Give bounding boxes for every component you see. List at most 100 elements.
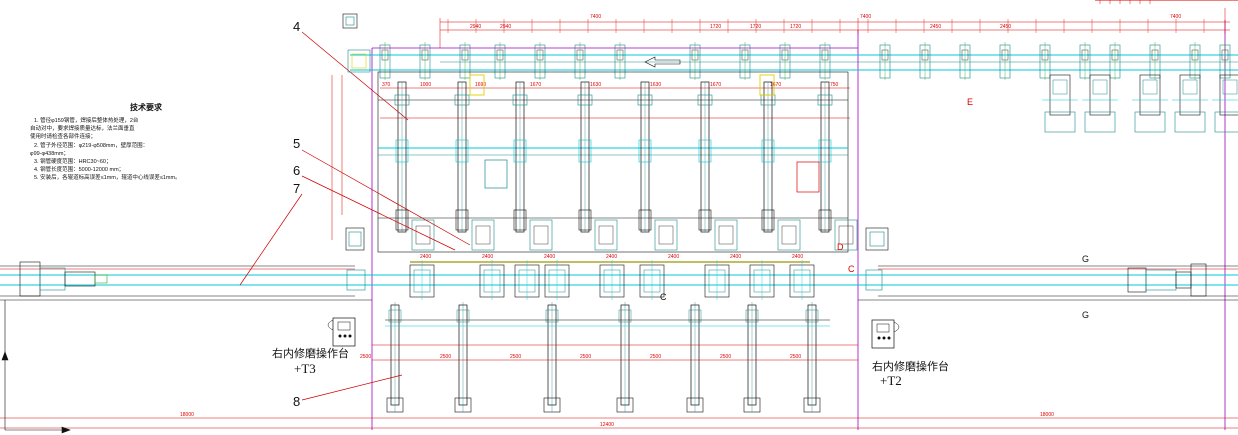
- bottom-dimension-label: 2500: [790, 354, 801, 360]
- section-marker-e: E: [967, 97, 973, 107]
- arm-gearbox: [834, 219, 858, 251]
- section-marker-g-left: G: [1082, 254, 1089, 264]
- bottom-dimension-label: 2500: [720, 354, 731, 360]
- upper-dimension-label: 1630: [650, 82, 661, 88]
- section-marker-d: D: [837, 242, 844, 252]
- bottom-roller-stands: [385, 302, 830, 413]
- upper-dimension-label: 1000: [420, 82, 431, 88]
- manipulator-arms: [394, 74, 858, 251]
- arm-foot: [455, 209, 469, 231]
- bottom-dimension-label: 12400: [600, 422, 614, 428]
- top-dimension-label: 7400: [860, 14, 871, 20]
- upper-dimension-label: 1690: [475, 82, 486, 88]
- main-frame: [377, 71, 849, 253]
- callout-5: 5: [293, 136, 300, 151]
- cluster-base: [1084, 111, 1116, 133]
- arm-gearbox: [529, 219, 553, 251]
- middle-dimension-label: 2400: [544, 254, 555, 260]
- operator-station-left-label: 右内修磨操作台: [272, 346, 349, 360]
- upper-conveyor: [350, 54, 1238, 71]
- top-dimension-label: 1720: [710, 24, 721, 30]
- main-pipe-line: [0, 261, 1238, 297]
- arm-gearbox: [714, 219, 738, 251]
- upper-dimension-label: 1670: [770, 82, 781, 88]
- sensor-left: [469, 74, 485, 96]
- top-dimension-label: 2940: [470, 24, 481, 30]
- bottom-dimension-label: 2500: [580, 354, 591, 360]
- cluster-motor: [1182, 79, 1198, 95]
- upper-dimension-label: 1670: [530, 82, 541, 88]
- arm-joint-middle: [698, 139, 712, 163]
- bottom-dimension-label: 2500: [440, 354, 451, 360]
- operator-station-right-code: +T2: [880, 373, 902, 388]
- arm-gearbox-inner: [415, 225, 431, 245]
- arm-joint-upper: [637, 94, 653, 106]
- cluster-motor: [1052, 79, 1068, 95]
- sensor-right: [759, 74, 775, 96]
- middle-dimension-label: 2400: [730, 254, 741, 260]
- left-drive-unit: [19, 261, 366, 297]
- arm-gearbox-inner: [475, 225, 491, 245]
- middle-dimension-label: 2400: [420, 254, 431, 260]
- arm-joint-middle: [395, 139, 409, 163]
- view-symbols: [342, 13, 889, 251]
- operator-station-right: 右内修磨操作台 +T2: [871, 319, 949, 388]
- arm-gearbox-inner: [598, 225, 614, 245]
- arm-gearbox-inner: [718, 225, 734, 245]
- arm-joint-upper: [817, 94, 833, 106]
- top-dimension-label: 1720: [790, 24, 801, 30]
- upper-dimension-label: 750: [830, 82, 839, 88]
- callout-6: 6: [293, 163, 300, 178]
- arm-joint-upper: [697, 94, 713, 106]
- notes-line-7: 4. 钢管长度范围：5000-12000 mm；: [34, 165, 124, 173]
- operator-station-left: 右内修磨操作台 +T3: [272, 317, 356, 376]
- middle-dimension-label: 2400: [482, 254, 493, 260]
- cluster-column: [1049, 74, 1071, 116]
- notes-line-1: 1. 管径φ159钢管，焊接后整体热处理，2台: [34, 116, 139, 124]
- cluster-base: [1214, 111, 1238, 133]
- top-dimension-label: 2450: [930, 24, 941, 30]
- middle-dimension-label: 2400: [606, 254, 617, 260]
- bottom-dimension-label: 2500: [510, 354, 521, 360]
- callout-7: 7: [293, 181, 300, 196]
- arm-foot: [638, 209, 652, 231]
- arm-joint-upper: [454, 94, 470, 106]
- arm-foot: [761, 209, 775, 231]
- section-marker-g-right: G: [1082, 310, 1089, 320]
- top-dimension-label: 1720: [750, 24, 761, 30]
- top-dimension-label: 7400: [590, 14, 601, 20]
- section-markers: D C E G G C: [660, 97, 1089, 320]
- notes-line-2: 自动对中，要求焊接质量达标，法兰面垂直: [30, 124, 135, 132]
- arm-gearbox-inner: [781, 225, 797, 245]
- top-dimension-chain: [439, 8, 1230, 48]
- bottom-dimension-label: 18000: [1040, 412, 1054, 418]
- arm-joint-middle: [818, 139, 832, 163]
- arm-joint-upper: [512, 94, 528, 106]
- callout-leaders: [239, 31, 471, 401]
- cluster-column: [1139, 74, 1161, 116]
- cluster-motor: [1222, 79, 1238, 95]
- arm-foot: [698, 209, 712, 231]
- notes-line-3: 使用时请检查各部件连接；: [30, 132, 96, 140]
- top-dimension-label: 7400: [1170, 14, 1181, 20]
- callout-8: 8: [293, 394, 300, 409]
- control-box-right: [796, 161, 820, 193]
- operator-station-left-code: +T3: [294, 361, 316, 376]
- arm-gearbox: [471, 219, 495, 251]
- bottom-dimension-label: 2500: [360, 354, 371, 360]
- right-drive-unit: [865, 263, 1207, 297]
- cluster-base: [1174, 111, 1206, 133]
- arm-joint-upper: [394, 94, 410, 106]
- arm-gearbox-inner: [658, 225, 674, 245]
- arm-gearbox: [411, 219, 435, 251]
- flow-direction-arrow: [644, 56, 681, 68]
- middle-dimension-label: 2400: [792, 254, 803, 260]
- cluster-base: [1044, 111, 1076, 133]
- cluster-motor: [1092, 79, 1108, 95]
- title-block-stub: [1095, 0, 1238, 4]
- arm-foot: [578, 209, 592, 231]
- control-box-left: [484, 159, 508, 189]
